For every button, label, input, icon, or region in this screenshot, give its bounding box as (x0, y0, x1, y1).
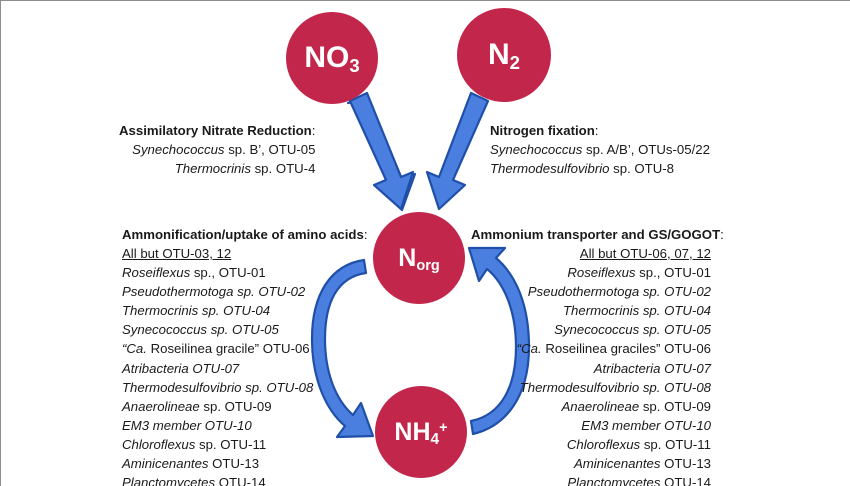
assimilatory-nitrate-reduction-block: Assimilatory Nitrate Reduction: Synechoc… (119, 121, 315, 178)
species-genus: Thermodesulfovibrio (490, 161, 610, 177)
species-line: “Ca. Roseilinea gracile” OTU-06 (122, 339, 379, 358)
species-line: Planctomycetes OTU-14 (122, 473, 379, 486)
species-genus: Thermocrinis sp. OTU-04 (562, 303, 711, 319)
species-line: Atribacteria OTU-07 (471, 359, 711, 378)
species-detail: sp. OTU-4 (250, 161, 316, 177)
species-genus: Synecococcus sp. OTU-05 (554, 322, 711, 338)
species-line: Synecococcus sp. OTU-05 (122, 320, 379, 339)
species-detail: OTU-13 (660, 455, 711, 471)
species-line: Synecococcus sp. OTU-05 (471, 320, 711, 339)
species-line: Thermocrinis sp. OTU-4 (119, 159, 316, 178)
species-line: Synechococcus sp. A/B’, OTUs-05/22 (490, 140, 710, 159)
node-ammonium: NH4+ (375, 386, 467, 478)
species-detail: sp. OTU-11 (640, 436, 711, 452)
ammonium-formula: NH4+ (394, 417, 448, 448)
species-detail: sp., OTU-01 (190, 265, 266, 281)
species-genus: Synechococcus (490, 142, 583, 158)
species-line: Thermodesulfovibrio sp. OTU-08 (471, 378, 711, 397)
nitrogen-fixation-block: Nitrogen fixation: Synechococcus sp. A/B… (490, 121, 710, 178)
species-detail: sp. B’, OTU-05 (224, 142, 316, 158)
species-line: Thermodesulfovibrio sp. OTU-08 (122, 378, 379, 397)
species-detail: OTU-14 (660, 475, 711, 486)
species-genus: Thermodesulfovibrio sp. OTU-08 (122, 379, 314, 395)
assimilatory-nitrate-reduction-header: Assimilatory Nitrate Reduction: (119, 123, 316, 138)
species-genus: Anaerolineae (122, 398, 200, 414)
species-detail: OTU-13 (208, 455, 260, 471)
species-detail: Roseilinea graciles” OTU-06 (541, 341, 711, 357)
species-line: Aminicenantes OTU-13 (122, 454, 379, 473)
nitrogen-fixation-header: Nitrogen fixation: (490, 123, 599, 138)
ammonium-transporter-block: Ammonium transporter and GS/GOGOT: All b… (471, 225, 724, 486)
species-genus: Thermocrinis sp. OTU-04 (122, 303, 271, 319)
species-genus: Atribacteria OTU-07 (593, 360, 711, 376)
species-line: Thermocrinis sp. OTU-04 (471, 301, 711, 320)
species-detail: sp. OTU-09 (199, 398, 272, 414)
species-genus: Chloroflexus (122, 436, 196, 452)
species-genus: Roseiflexus (122, 265, 191, 281)
node-organic-nitrogen: Norg (373, 212, 465, 304)
species-line: Chloroflexus sp. OTU-11 (122, 435, 379, 454)
species-line: Atribacteria OTU-07 (122, 359, 379, 378)
species-detail: Roseilinea gracile” OTU-06 (146, 341, 310, 357)
species-line: Thermodesulfovibrio sp. OTU-8 (490, 159, 710, 178)
species-genus: Atribacteria OTU-07 (122, 360, 240, 376)
ammonium-transporter-subheader: All but OTU-06, 07, 12 (579, 246, 711, 262)
species-detail: sp., OTU-01 (635, 265, 711, 281)
species-line: Chloroflexus sp. OTU-11 (471, 435, 711, 454)
species-genus: Aminicenantes (573, 455, 661, 471)
species-genus: “Ca. (516, 341, 542, 357)
arrow-nitrate-to-norg (346, 93, 417, 212)
species-genus: Synechococcus (132, 142, 225, 158)
species-detail: sp. OTU-11 (195, 436, 267, 452)
dinitrogen-formula: N2 (487, 38, 520, 73)
species-genus: Roseiflexus (567, 265, 636, 281)
species-genus: Planctomycetes (122, 475, 216, 486)
species-line: Pseudothermotoga sp. OTU-02 (471, 282, 711, 301)
species-genus: Chloroflexus (566, 436, 641, 452)
ammonification-block: Ammonification/uptake of amino acids: Al… (122, 225, 379, 486)
species-line: Anaerolineae sp. OTU-09 (471, 397, 711, 416)
ammonium-transporter-header: Ammonium transporter and GS/GOGOT: (471, 227, 724, 242)
species-genus: Thermocrinis (174, 161, 251, 177)
species-line: Thermocrinis sp. OTU-04 (122, 301, 379, 320)
species-genus: Pseudothermotoga sp. OTU-02 (527, 284, 711, 300)
arrow-nitrate-to-norg-shaft (348, 91, 415, 211)
species-detail: OTU-14 (215, 475, 266, 486)
species-line: Aminicenantes OTU-13 (471, 454, 711, 473)
organic-nitrogen-formula: Norg (398, 243, 440, 274)
species-line: Planctomycetes OTU-14 (471, 473, 711, 486)
species-line: EM3 member OTU-10 (122, 416, 379, 435)
species-genus: EM3 member OTU-10 (122, 417, 252, 433)
species-line: EM3 member OTU-10 (471, 416, 711, 435)
species-line: Anaerolineae sp. OTU-09 (122, 397, 379, 416)
species-detail: sp. A/B’, OTUs-05/22 (582, 142, 710, 158)
species-genus: Aminicenantes (122, 455, 209, 471)
species-detail: sp. OTU-09 (639, 398, 711, 414)
species-genus: Planctomycetes (567, 475, 661, 486)
nitrate-formula: NO3 (304, 41, 360, 76)
species-line: “Ca. Roseilinea graciles” OTU-06 (471, 339, 711, 358)
species-genus: Thermodesulfovibrio sp. OTU-08 (519, 379, 711, 395)
species-genus: “Ca. (122, 341, 147, 357)
arrow-n2-to-norg (425, 91, 490, 211)
species-genus: EM3 member OTU-10 (581, 417, 711, 433)
species-line: Roseiflexus sp., OTU-01 (471, 263, 711, 282)
species-genus: Synecococcus sp. OTU-05 (122, 322, 279, 338)
node-nitrate: NO3 (286, 12, 378, 104)
species-line: Roseiflexus sp., OTU-01 (122, 263, 379, 282)
species-genus: Anaerolineae (561, 398, 640, 414)
ammonification-header: Ammonification/uptake of amino acids: (122, 227, 368, 242)
species-genus: Pseudothermotoga sp. OTU-02 (122, 284, 306, 300)
species-detail: sp. OTU-8 (609, 161, 674, 177)
species-line: Pseudothermotoga sp. OTU-02 (122, 282, 379, 301)
node-dinitrogen: N2 (457, 8, 551, 102)
ammonification-subheader: All but OTU-03, 12 (122, 246, 232, 262)
species-line: Synechococcus sp. B’, OTU-05 (119, 140, 315, 159)
